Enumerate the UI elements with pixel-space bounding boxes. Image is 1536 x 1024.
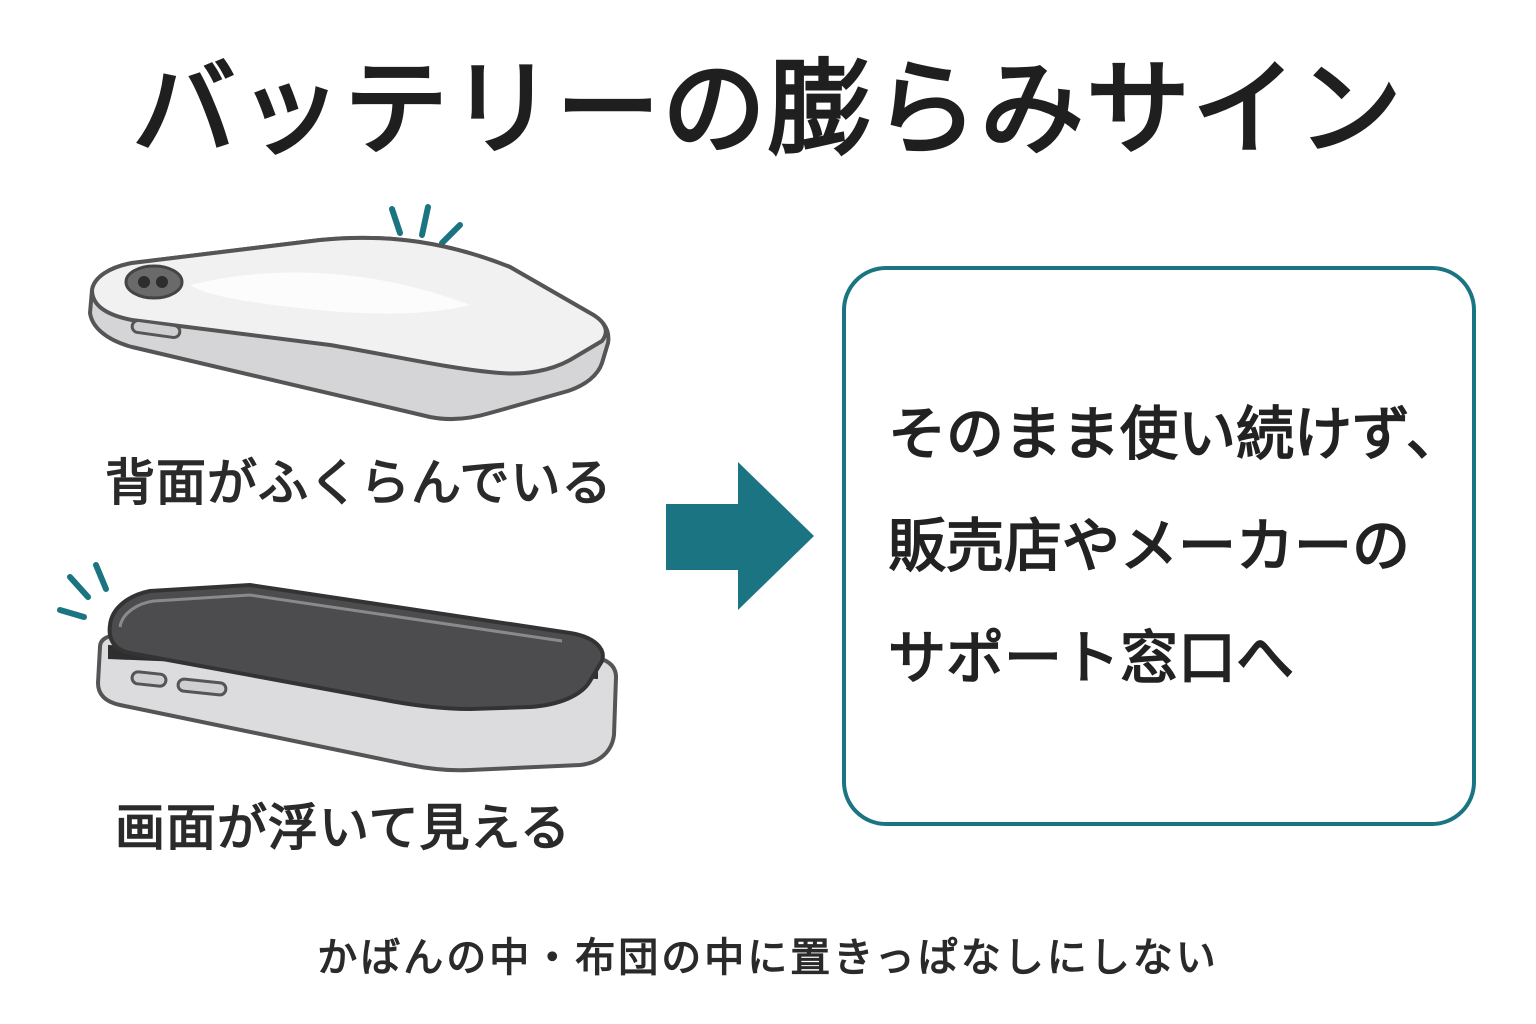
right-arrow-icon	[666, 462, 814, 610]
lifted-screen-phone-icon	[57, 562, 618, 773]
page-title: バッテリーの膨らみサイン	[131, 48, 1404, 170]
swollen-back-caption: 背面がふくらんでいる	[105, 454, 613, 512]
swollen-back-phone-icon	[88, 204, 611, 422]
advice-box: そのまま使い続けず、 販売店やメーカーの サポート窓口へ	[842, 266, 1476, 826]
footer-note: かばんの中・布団の中に置きっぱなしにしない	[317, 935, 1219, 981]
advice-line-3: サポート窓口へ	[888, 624, 1295, 692]
alert-marks-icon	[389, 204, 463, 246]
advice-line-2: 販売店やメーカーの	[888, 512, 1411, 580]
advice-line-1: そのまま使い続けず、	[888, 400, 1464, 468]
alert-marks-icon	[57, 562, 109, 620]
lifted-screen-caption: 画面が浮いて見える	[115, 799, 571, 857]
